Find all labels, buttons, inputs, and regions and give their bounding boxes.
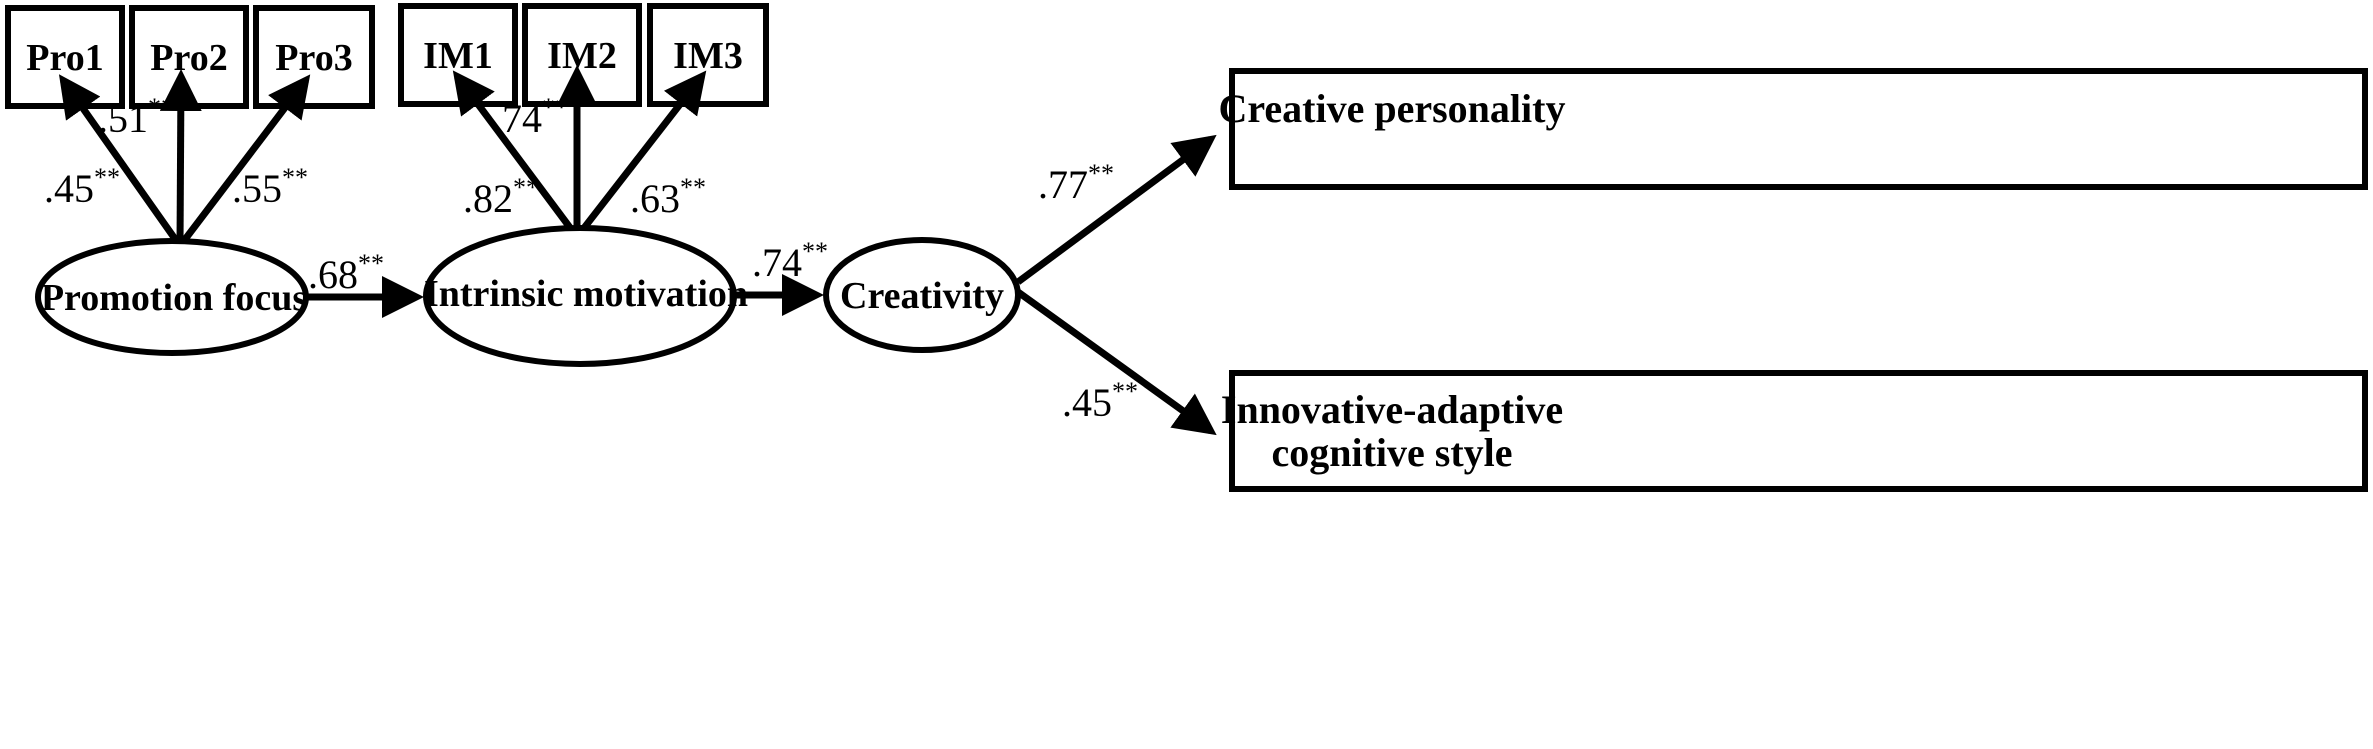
node-im1-label: IM1 [423, 35, 493, 77]
coef-creativity-cp: .77** [1038, 159, 1114, 207]
coef-im-creativity: .74** [752, 237, 828, 285]
coef-pf-pro3: .55** [232, 163, 308, 211]
node-pro1-label: Pro1 [26, 37, 103, 79]
edge-pf-pro1 [58, 74, 183, 249]
node-innovative-adaptive-cognitive-style: Innovative-adaptive cognitive style [1221, 370, 2368, 492]
node-im2: IM2 [522, 3, 642, 107]
node-im3-label: IM3 [673, 35, 743, 77]
node-intrinsic-motivation-label: Intrinsic motivation [424, 273, 748, 315]
edge-creativity-cp [1015, 134, 1217, 285]
edge-pf-pro2 [159, 69, 202, 247]
coef-pf-pro2: .51** [98, 93, 174, 141]
node-pro2-label: Pro2 [150, 37, 227, 79]
node-innovative-line1: Innovative-adaptive [1221, 387, 1563, 432]
node-promotion-focus-label: Promotion focus [41, 277, 307, 319]
node-pro3-label: Pro3 [275, 37, 352, 79]
coef-im-im3: .63** [630, 173, 706, 221]
edge-im-im1 [452, 70, 580, 240]
node-creative-personality: Creative personality [1219, 68, 2368, 190]
node-pro2: Pro2 [129, 5, 249, 109]
node-pro1: Pro1 [5, 5, 125, 109]
coef-im-im1: .82** [463, 173, 539, 221]
node-creativity: Creativity [823, 237, 1021, 353]
node-innovative-line2: cognitive style [1271, 430, 1512, 475]
coef-creativity-iacs: .45** [1062, 377, 1138, 425]
coef-pf-pro1: .45** [44, 163, 120, 211]
node-pro3: Pro3 [253, 5, 375, 109]
node-promotion-focus: Promotion focus [35, 238, 309, 356]
edge-pf-pro3 [177, 74, 311, 249]
node-im2-label: IM2 [547, 35, 617, 77]
node-creative-personality-label: Creative personality [1219, 86, 1566, 131]
edge-im-im3 [574, 70, 707, 240]
node-im1: IM1 [398, 3, 518, 107]
node-creativity-label: Creativity [840, 275, 1004, 317]
node-im3: IM3 [647, 3, 769, 107]
coef-pf-im: .68** [308, 249, 384, 297]
node-intrinsic-motivation: Intrinsic motivation [423, 225, 748, 367]
edge-creativity-iacs [1015, 289, 1217, 436]
coef-im-im2: .74** [492, 93, 568, 141]
